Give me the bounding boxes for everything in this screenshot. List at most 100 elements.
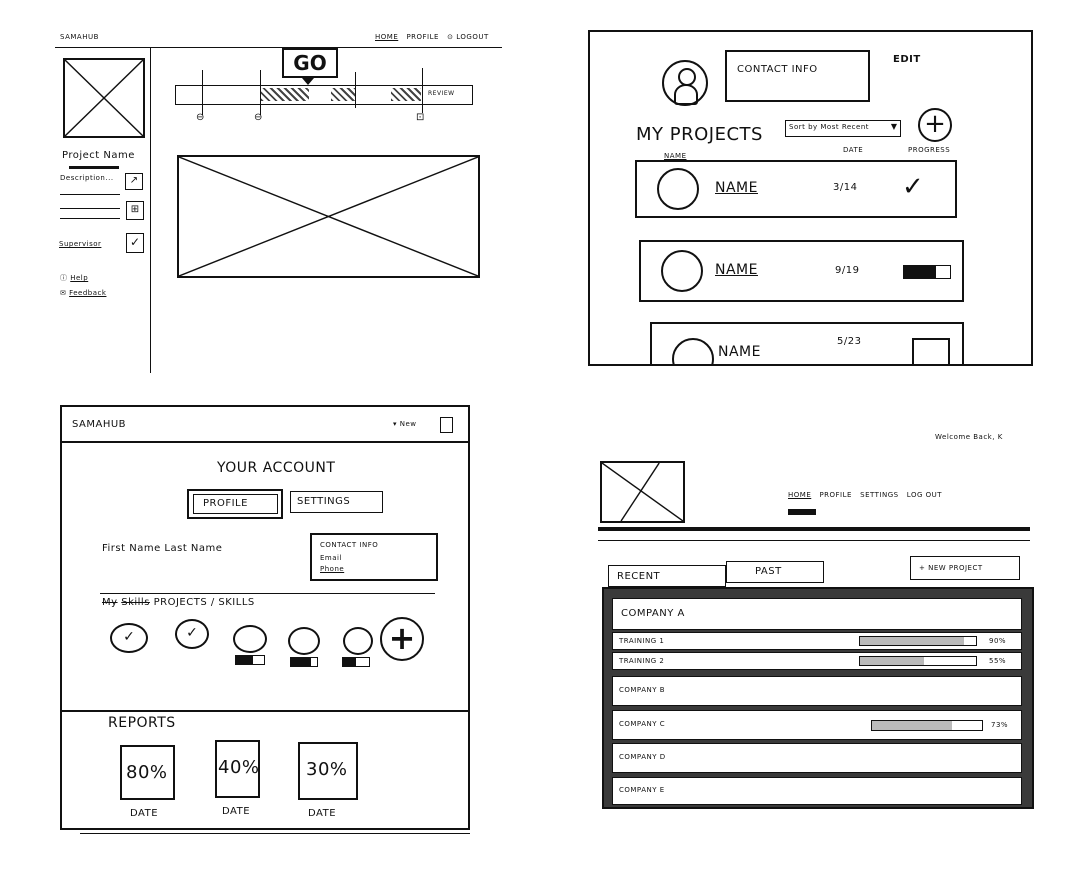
sketch-my-projects: CONTACT INFO EDIT MY PROJECTS Sort by Mo… [588,30,1033,366]
company-row[interactable]: COMPANY C 73% [612,710,1022,740]
sketch-project-dashboard: SAMAHUB HOME PROFILE ⊙ LOGOUT Project Na… [55,30,505,375]
report-date: DATE [130,808,159,819]
milestone-lock-icon[interactable]: ⊖ [196,112,205,123]
projects-skills-heading: My Skills PROJECTS / SKILLS [102,597,255,608]
section-divider [60,710,470,712]
help-icon: ⓘ [60,274,68,282]
add-skill-button[interactable]: + [380,617,424,661]
skill-progress-bar [290,657,318,667]
logo-placeholder [600,461,685,523]
mail-icon: ✉ [60,289,67,297]
skill-done[interactable]: ✓ [175,619,209,649]
nav-profile[interactable]: PROFILE [819,491,852,499]
nav-home[interactable]: HOME [788,491,812,499]
company-row[interactable]: COMPANY B [612,676,1022,706]
training-row[interactable]: TRAINING 2 55% [612,652,1022,670]
header-divider [55,47,502,48]
timeline-segment [391,88,421,101]
contact-info-label: CONTACT INFO [737,64,818,75]
brand-logo: SAMAHUB [72,419,127,430]
project-date: 3/14 [833,182,858,193]
progress-empty-box [912,338,950,364]
project-avatar [657,168,699,210]
milestone-lock-icon[interactable]: ⊡ [416,112,425,123]
header-divider-thin [598,540,1030,541]
description-line [60,218,120,219]
company-progress-bar [871,720,983,731]
sidebar-divider [150,48,151,373]
milestone-lock-icon[interactable]: ⊖ [254,112,263,123]
project-name-label: Project Name [62,150,135,161]
plus-icon: + [924,109,946,139]
project-name: NAME [715,180,758,196]
project-name-scribble [69,166,119,169]
section-divider [100,593,435,594]
document-icon[interactable] [440,417,453,433]
tab-profile[interactable]: PROFILE [187,489,283,519]
company-row[interactable]: COMPANY D [612,743,1022,773]
tab-settings[interactable]: SETTINGS [290,491,383,513]
training-row[interactable]: TRAINING 1 90% [612,632,1022,650]
skill-progress-bar [235,655,265,665]
supervisor-check-button[interactable]: ✓ [126,233,144,253]
attachment-button[interactable]: ⊞ [126,201,144,220]
company-row[interactable]: COMPANY A [612,598,1022,630]
contact-info-box[interactable]: CONTACT INFO Email Phone [310,533,438,581]
tab-recent[interactable]: RECENT [608,565,726,587]
tab-past[interactable]: PAST [726,561,824,583]
new-project-button[interactable]: + NEW PROJECT [910,556,1020,580]
report-date: DATE [308,808,337,819]
help-link[interactable]: ⓘ Help [60,274,89,282]
report-card[interactable]: 30% [298,742,358,800]
report-date: DATE [222,806,251,817]
skill-in-progress[interactable] [233,625,267,653]
skill-done[interactable]: ✓ [110,623,148,653]
contact-info-box[interactable]: CONTACT INFO [725,50,870,102]
description-line [60,208,120,209]
timeline-tick [260,70,261,115]
project-name: NAME [715,262,758,278]
nav-home[interactable]: HOME [375,33,399,41]
progress-battery [903,265,951,279]
supervisor-label: Supervisor [59,240,102,248]
main-content-placeholder [177,155,480,278]
company-row[interactable]: COMPANY E [612,777,1022,805]
nav-settings[interactable]: SETTINGS [860,491,899,499]
nav-active-indicator [788,509,816,515]
sketch-your-account: SAMAHUB ▾ New YOUR ACCOUNT PROFILE SETTI… [60,405,480,845]
project-row[interactable]: NAME 3/14 ✓ [635,160,957,218]
nav-logout[interactable]: LOG OUT [906,491,943,499]
sort-dropdown[interactable]: Sort by Most Recent ▼ [785,120,901,137]
edit-button[interactable]: EDIT [893,54,921,65]
account-frame [60,405,470,830]
report-card[interactable]: 80% [120,745,175,800]
skill-in-progress[interactable] [343,627,373,655]
timeline-tick [422,68,423,113]
report-card[interactable]: 40% [215,740,260,798]
add-project-button[interactable]: + [918,108,952,142]
project-row[interactable]: NAME 9/19 [639,240,964,302]
description-edit-button[interactable]: ↗ [125,173,143,190]
column-header-name: NAME [664,152,687,160]
avatar[interactable] [662,60,708,106]
brand-logo: SAMAHUB [60,33,99,41]
project-avatar [672,338,714,364]
timeline-track[interactable]: REVIEW [175,85,473,105]
go-pointer-icon [302,78,314,85]
go-button[interactable]: GO [282,48,338,78]
project-row[interactable]: NAME 5/23 [650,322,964,364]
project-date: 9/19 [835,265,860,276]
top-nav: HOME PROFILE SETTINGS LOG OUT [788,491,942,499]
skill-in-progress[interactable] [288,627,320,655]
nav-profile[interactable]: PROFILE [406,33,439,41]
description-line [60,194,120,195]
timeline-segment [331,88,356,101]
sort-label: Sort by Most Recent [789,123,870,131]
project-image-placeholder [63,58,145,138]
feedback-link[interactable]: ✉ Feedback [60,289,107,297]
nav-logout[interactable]: LOGOUT [456,33,489,41]
timeline-segment-done [261,88,309,101]
column-header-date: DATE [843,146,864,154]
description-label: Description... [60,174,114,182]
new-dropdown[interactable]: ▾ New [393,420,417,428]
